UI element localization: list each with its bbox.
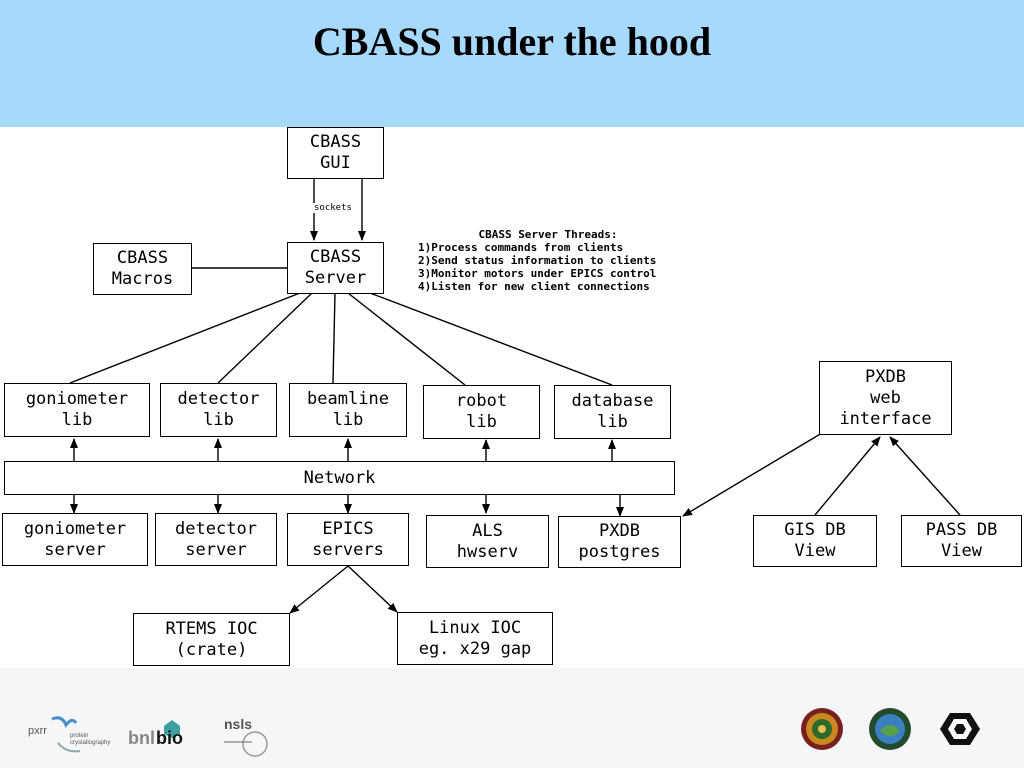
sockets-label: sockets bbox=[313, 203, 353, 213]
cbass-macros-box: CBASS Macros bbox=[93, 243, 192, 295]
network-bar: Network bbox=[4, 461, 675, 495]
epics-servers-box: EPICS servers bbox=[287, 513, 409, 566]
detector-server-box: detector server bbox=[155, 513, 277, 566]
linux-ioc-box: Linux IOC eg. x29 gap bbox=[397, 612, 553, 665]
database-lib-box: database lib bbox=[554, 385, 671, 439]
server-thread-item: 3)Monitor motors under EPICS control bbox=[418, 267, 657, 280]
nsls-logo-text: nsls bbox=[224, 716, 253, 732]
title-banner: CBASS under the hood bbox=[0, 0, 1024, 127]
footer-logo-bar bbox=[0, 668, 1024, 768]
cbass-gui-box: CBASS GUI bbox=[287, 127, 384, 179]
server-thread-item: 4)Listen for new client connections bbox=[418, 280, 650, 293]
goniometer-lib-box: goniometer lib bbox=[4, 383, 150, 437]
als-hwserv-box: ALS hwserv bbox=[426, 515, 549, 568]
bnlbio-logo: bnl bio bbox=[128, 718, 192, 754]
server-threads-title: CBASS Server Threads: bbox=[478, 228, 618, 241]
server-thread-item: 1)Process commands from clients bbox=[418, 241, 624, 254]
bnlbio-logo-bnl: bnl bbox=[128, 728, 155, 748]
pxdb-web-interface-box: PXDB web interface bbox=[819, 361, 952, 435]
bnl-emblem bbox=[936, 707, 984, 751]
server-threads-note: CBASS Server Threads: 1)Process commands… bbox=[418, 228, 718, 293]
pxrr-logo-sub2: crystallography bbox=[70, 740, 111, 746]
bnlbio-logo-bio: bio bbox=[156, 728, 183, 748]
server-thread-item: 2)Send status information to clients bbox=[418, 254, 657, 267]
slide-title: CBASS under the hood bbox=[312, 19, 712, 64]
rtems-ioc-box: RTEMS IOC (crate) bbox=[133, 613, 290, 666]
pxrr-logo-main: pxrr bbox=[28, 725, 47, 737]
pxrr-logo-sub1: protein bbox=[70, 733, 89, 739]
beamline-lib-box: beamline lib bbox=[289, 383, 407, 437]
doe-seal bbox=[800, 707, 844, 751]
ber-seal bbox=[868, 707, 912, 751]
detector-lib-box: detector lib bbox=[160, 383, 277, 437]
gis-db-view-box: GIS DB View bbox=[753, 515, 877, 567]
pxdb-postgres-box: PXDB postgres bbox=[558, 516, 681, 568]
pxrr-logo: pxrr protein crystallography bbox=[28, 713, 110, 759]
pass-db-view-box: PASS DB View bbox=[901, 515, 1022, 567]
cbass-server-box: CBASS Server bbox=[287, 242, 384, 294]
robot-lib-box: robot lib bbox=[423, 385, 540, 439]
goniometer-server-box: goniometer server bbox=[2, 513, 148, 566]
nsls-logo: nsls bbox=[222, 716, 272, 758]
